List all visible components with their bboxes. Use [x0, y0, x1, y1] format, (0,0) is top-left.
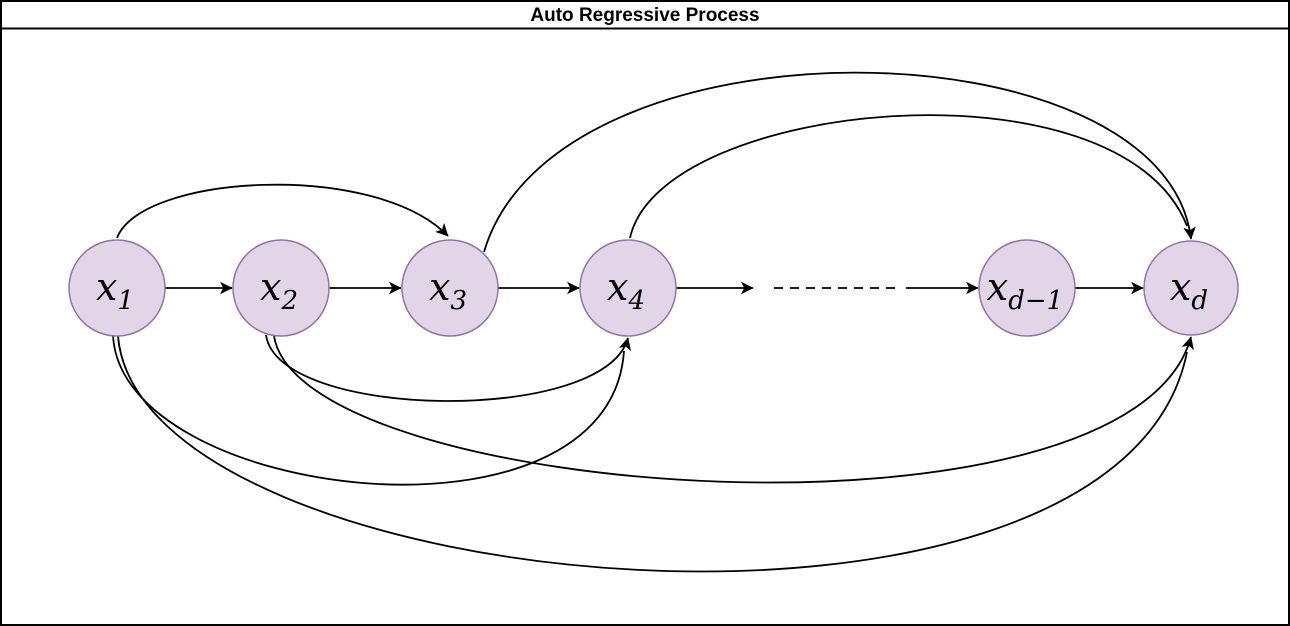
edge-x2-xd-arc — [273, 335, 1194, 484]
diagram-title: Auto Regressive Process — [530, 5, 759, 26]
node-xd-ring — [1143, 240, 1239, 336]
node-x1: x1 — [68, 239, 166, 337]
node-x1-label-main: x — [96, 265, 117, 309]
node-x1-ring — [68, 239, 166, 337]
node-x4-label-sub: 4 — [627, 286, 645, 316]
node-x4-label-main: x — [607, 265, 628, 309]
node-xd-circle — [1144, 241, 1238, 335]
node-x1-circle — [69, 240, 165, 336]
node-x2: x2 — [232, 239, 330, 337]
node-xd: xd — [1143, 240, 1239, 336]
node-x1-label: x1 — [96, 265, 134, 316]
edge-x4-xd-arc — [629, 114, 1188, 239]
node-xd-1-circle — [979, 240, 1075, 336]
node-x4: x4 — [579, 239, 677, 337]
node-x3-label-main: x — [429, 265, 450, 309]
node-xd-label: xd — [1170, 265, 1208, 316]
node-xd-label-sub: d — [1191, 286, 1208, 316]
node-xd-label-main: x — [1170, 265, 1191, 309]
node-xd-1-label-main: x — [987, 265, 1008, 309]
node-x4-label: x4 — [607, 265, 645, 316]
node-x2-label-sub: 2 — [280, 286, 298, 316]
node-x2-label-main: x — [260, 265, 281, 309]
node-x3-label-sub: 3 — [450, 286, 467, 316]
edge-x3-xd-arc — [483, 71, 1196, 253]
node-x4-ring — [579, 239, 677, 337]
node-xd-1-label-sub: d−1 — [1008, 286, 1063, 316]
node-x3-circle — [402, 240, 498, 336]
node-x2-ring — [232, 239, 330, 337]
node-x4-circle — [580, 240, 676, 336]
node-xd-1-label: xd−1 — [987, 265, 1063, 316]
edge-x1-xd-arc — [117, 335, 1188, 573]
node-x2-label: x2 — [260, 265, 298, 316]
node-x3-label: x3 — [429, 265, 467, 316]
node-x3-ring — [401, 239, 499, 337]
node-x1-label-sub: 1 — [117, 286, 134, 316]
edge-x1-x3-arc — [116, 183, 449, 239]
node-x3: x3 — [401, 239, 499, 337]
node-xd-1: xd−1 — [978, 239, 1076, 337]
node-xd-1-ring — [978, 239, 1076, 337]
node-x2-circle — [233, 240, 329, 336]
